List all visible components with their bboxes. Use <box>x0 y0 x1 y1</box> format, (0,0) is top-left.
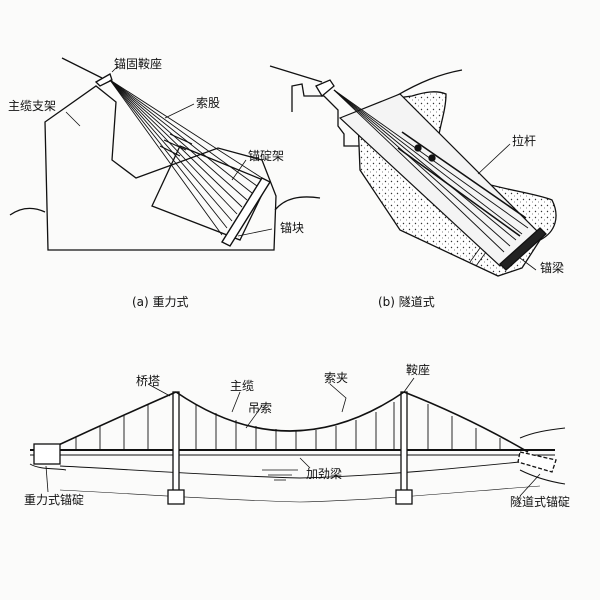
label-tie-rod: 拉杆 <box>512 134 537 148</box>
tunnel-anchorage-figure <box>269 65 557 277</box>
anchor-saddle <box>94 73 113 87</box>
label-anchor-beam: 锚梁 <box>540 261 565 275</box>
main-cable-incoming <box>61 57 103 79</box>
label-anchor-block: 锚块 <box>280 221 305 235</box>
tie-rod-2 <box>397 147 521 237</box>
caption-gravity: (a) 重力式 <box>132 295 189 309</box>
suspension-bridge-figure <box>29 377 566 505</box>
strand-fan <box>109 79 263 236</box>
label-tower: 桥塔 <box>136 374 161 388</box>
caption-tunnel: (b) 隧道式 <box>378 295 435 309</box>
gravity-anchor-block <box>33 443 61 465</box>
main-cable-incoming-b <box>269 65 323 83</box>
anchor-beam-plate <box>220 177 272 247</box>
label-anchor-saddle: 锚固鞍座 <box>114 57 163 71</box>
ground-right <box>274 196 321 211</box>
label-anchor-frame: 锚碇架 <box>248 149 285 163</box>
tower-right <box>400 391 408 493</box>
label-tunnel-anchor: 隧道式锚碇 <box>510 495 571 509</box>
label-stiffening-girder: 加劲梁 <box>306 467 343 481</box>
label-cable-support: 主缆支架 <box>8 99 57 113</box>
tunnel-anchor-beam <box>499 227 547 271</box>
main-cable-left-span <box>51 391 177 449</box>
slope-right <box>395 69 463 97</box>
tie-rod-1 <box>401 131 527 219</box>
label-strands: 索股 <box>196 96 221 110</box>
hangers <box>75 402 501 450</box>
label-main-cable: 主缆 <box>230 379 255 393</box>
ground-left <box>9 207 46 216</box>
tower-left <box>172 391 180 493</box>
main-cable-right-span <box>403 391 529 453</box>
main-cable-main-span <box>175 391 405 432</box>
tunnel-anchor-block <box>517 451 557 473</box>
water-surface <box>59 459 541 479</box>
gravity-anchorage-figure <box>9 57 321 251</box>
label-cable-clamp: 索夹 <box>324 371 349 385</box>
label-gravity-anchor: 重力式锚碇 <box>24 493 85 507</box>
label-saddle: 鞍座 <box>406 363 431 377</box>
gravity-anchor-block-outline <box>44 85 277 251</box>
label-hanger: 吊索 <box>248 401 273 415</box>
